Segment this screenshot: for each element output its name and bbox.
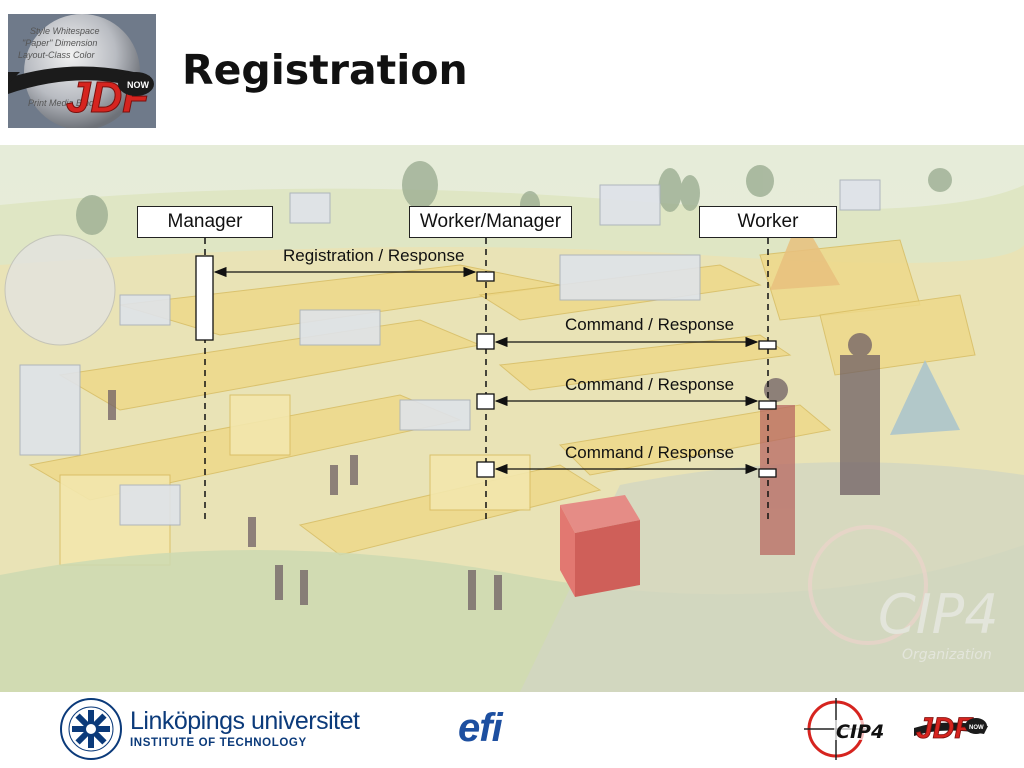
worker-activation-2 [758, 400, 777, 410]
lifeline-label-worker: Worker [737, 211, 799, 232]
worker-manager-activation-2 [476, 333, 495, 350]
liu-logo: Linköpings universitet INSTITUTE OF TECH… [58, 698, 360, 760]
liu-subtitle: INSTITUTE OF TECHNOLOGY [130, 737, 307, 749]
lifeline-label-manager: Manager [167, 211, 243, 232]
jdf-small-badge: NOW [969, 725, 984, 731]
jdf-now-small-logo: JDF NOW [914, 704, 988, 746]
svg-text:Organization: Organization [902, 647, 992, 663]
manager-activation [195, 255, 214, 341]
cip4-logo: CIP4 [800, 698, 900, 760]
svg-text:Style Whitespace: Style Whitespace [30, 26, 100, 36]
message-label-command-1: Command / Response [565, 315, 735, 334]
slide-title: Registration [182, 46, 468, 94]
efi-logo: efi [458, 706, 503, 750]
message-label-command-3: Command / Response [565, 443, 735, 462]
cip4-logo-text: CIP4 [836, 721, 884, 743]
lifeline-label-worker-manager: Worker/Manager [419, 211, 562, 232]
liu-seal-icon [60, 698, 122, 760]
worker-manager-activation-1 [476, 271, 495, 282]
worker-manager-activation-4 [476, 461, 495, 478]
worker-manager-activation-3 [476, 393, 495, 410]
svg-text:Layout-Class Color: Layout-Class Color [18, 50, 96, 60]
jdf-now-logo: Style Whitespace "Paper" Dimension Layou… [8, 14, 156, 128]
lifeline-box-manager: Manager [137, 206, 273, 238]
svg-text:Print Media Bind: Print Media Bind [28, 98, 95, 108]
svg-text:"Paper" Dimension: "Paper" Dimension [22, 38, 97, 48]
message-label-registration: Registration / Response [283, 246, 465, 265]
lifeline-box-worker-manager: Worker/Manager [409, 206, 572, 238]
jdf-small-text: JDF [916, 712, 973, 745]
liu-name: Linköpings universitet [130, 707, 360, 735]
lifeline-box-worker: Worker [699, 206, 837, 238]
worker-activation-1 [758, 340, 777, 350]
cip4-watermark: CIP4 Organization [808, 525, 999, 663]
jdf-logo-badge: NOW [127, 80, 150, 90]
message-label-command-2: Command / Response [565, 375, 735, 394]
footer-logos: Linköpings universitet INSTITUTE OF TECH… [0, 692, 1024, 768]
worker-activation-3 [758, 468, 777, 478]
svg-text:CIP4: CIP4 [878, 583, 999, 646]
